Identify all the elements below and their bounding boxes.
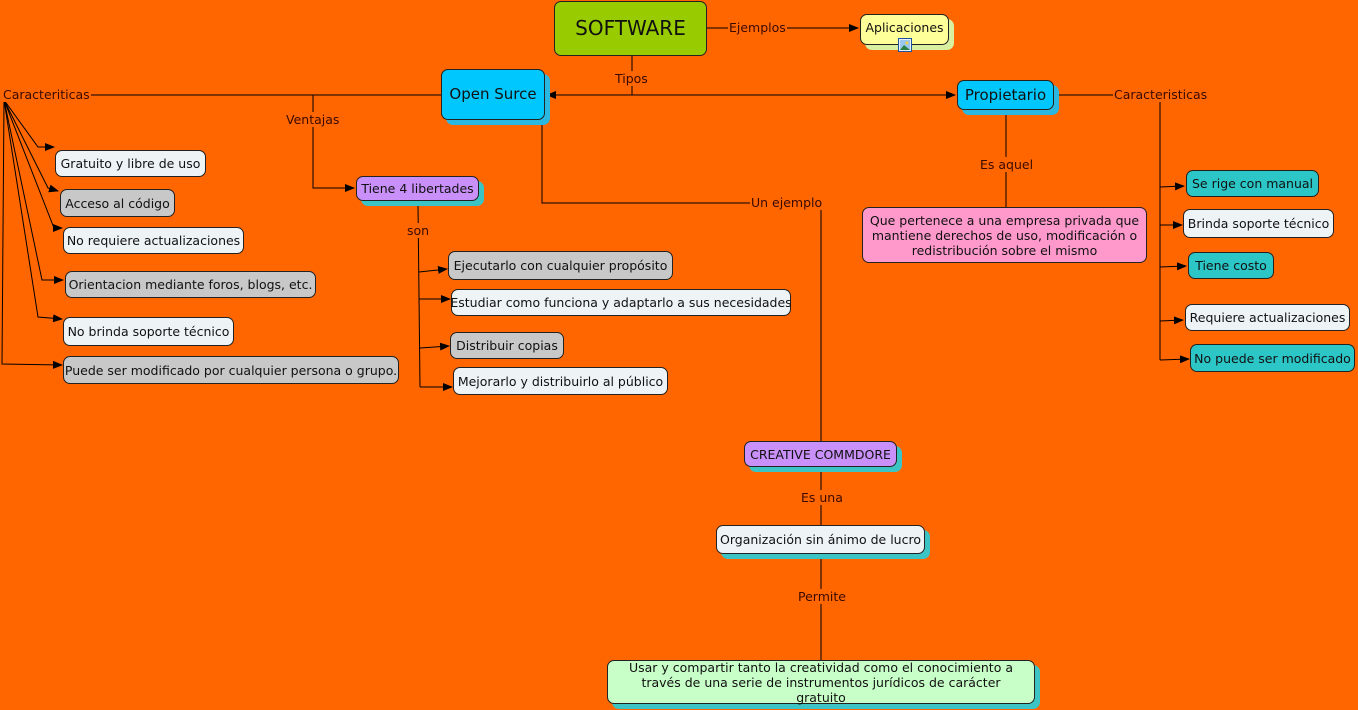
line-os-c2 [3,99,59,193]
link-prop-caracteristicas: Caracteristicas [1113,87,1209,102]
link-un-ejemplo: Un ejemplo [750,195,824,210]
node-aplicaciones-label: Aplicaciones [865,20,944,35]
image-icon[interactable] [898,38,912,52]
link-es-aquel: Es aquel [979,157,1035,172]
prop-characteristic[interactable]: Se rige con manual [1186,170,1319,197]
node-tiene-4-libertades[interactable]: Tiene 4 libertades [356,176,479,201]
os-characteristic[interactable]: Orientacion mediante foros, blogs, etc. [65,271,316,298]
link-ejemplos: Ejemplos [728,20,787,35]
prop-characteristic[interactable]: Brinda soporte técnico [1183,209,1334,238]
node-proprietary-definition[interactable]: Que pertenece a una empresa privada que … [862,207,1147,263]
link-tipos: Tipos [614,71,649,86]
os-characteristic[interactable]: No requiere actualizaciones [63,227,244,254]
prop-characteristic[interactable]: No puede ser modificado [1190,344,1355,372]
node-software[interactable]: SOFTWARE [554,1,707,56]
line-un-ejemplo [541,124,750,204]
node-creative-commdore[interactable]: CREATIVE COMMDORE [744,441,897,467]
line-os-c4 [3,99,64,284]
os-characteristic[interactable]: Puede ser modificado por cualquier perso… [63,356,399,384]
line-os-c1 [3,99,55,151]
freedom-item[interactable]: Distribuir copias [450,332,564,359]
line-os-c6 [1,99,63,369]
node-organizacion[interactable]: Organización sin ánimo de lucro [716,525,925,554]
link-es-una: Es una [800,490,844,505]
prop-characteristic[interactable]: Tiene costo [1188,252,1274,279]
link-os-caracteristicas: Caracteriticas [2,87,91,102]
line-os-c3 [3,99,63,232]
link-permite: Permite [797,589,847,604]
freedom-item[interactable]: Estudiar como funciona y adaptarlo a sus… [450,289,792,316]
os-characteristic[interactable]: Gratuito y libre de uso [55,150,206,177]
freedom-item[interactable]: Mejorarlo y distribuirlo al público [453,367,668,395]
line-ventajas [312,95,355,192]
node-allows[interactable]: Usar y compartir tanto la creatividad co… [607,660,1035,705]
link-son: son [406,223,431,238]
line-os-c5 [3,99,63,323]
prop-characteristic[interactable]: Requiere actualizaciones [1185,304,1350,331]
node-open-source[interactable]: Open Surce [441,69,545,120]
os-characteristic[interactable]: No brinda soporte técnico [63,317,234,346]
link-ventajas: Ventajas [285,112,341,127]
node-propietario[interactable]: Propietario [957,80,1054,110]
freedom-item[interactable]: Ejecutarlo con cualquier propósito [448,251,673,280]
os-characteristic[interactable]: Acceso al código [60,189,175,217]
